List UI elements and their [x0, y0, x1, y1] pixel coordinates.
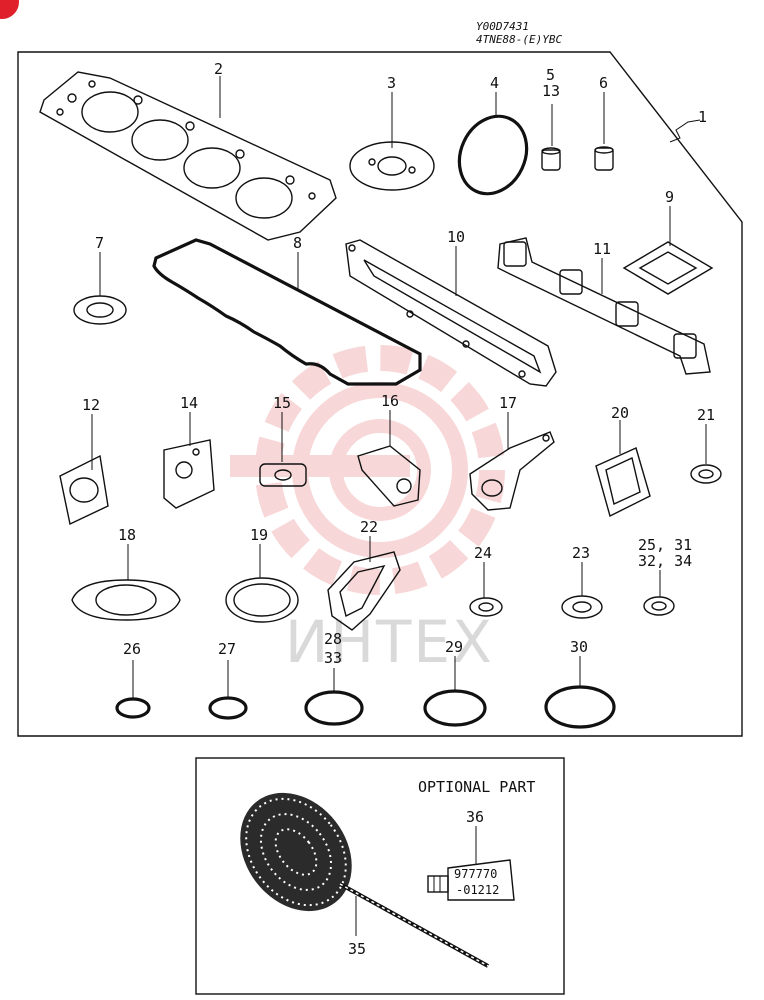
gasket-20 — [595, 447, 651, 518]
part-label-21: 21 — [697, 406, 715, 424]
part-label-10: 10 — [447, 228, 465, 246]
part-label-17: 17 — [499, 394, 517, 412]
sealant-tube — [427, 859, 515, 901]
part-label-2: 2 — [214, 60, 223, 78]
gasket-17 — [469, 431, 555, 511]
leader-1 — [669, 119, 701, 143]
diagram-code: Y00D7431 — [476, 20, 529, 33]
part-label-36: 36 — [466, 808, 484, 826]
washer-24 — [469, 597, 503, 617]
part-label-20: 20 — [611, 404, 629, 422]
part-label-32-34: 32, 34 — [638, 552, 692, 570]
o-ring-26 — [115, 697, 151, 719]
part-label-33: 33 — [324, 649, 342, 667]
washer-23 — [561, 595, 603, 619]
part-label-16: 16 — [381, 392, 399, 410]
sealant-tube-code-2: -01212 — [456, 883, 499, 897]
part-label-24: 24 — [474, 544, 492, 562]
part-label-1: 1 — [698, 108, 707, 126]
part-label-6: 6 — [599, 74, 608, 92]
optional-part-box — [195, 757, 565, 995]
gasket-15 — [259, 463, 307, 487]
watermark-logo — [230, 345, 505, 595]
part-label-28: 28 — [324, 630, 342, 648]
part-label-30: 30 — [570, 638, 588, 656]
cylinder-hone-brush — [240, 792, 489, 968]
sealant-tube-code-1: 977770 — [454, 867, 497, 881]
intake-manifold-gasket — [345, 239, 557, 387]
part-label-7: 7 — [95, 234, 104, 252]
part-label-8: 8 — [293, 234, 302, 252]
engine-model: 4TNE88-(E)YBC — [476, 33, 562, 46]
part-label-14: 14 — [180, 394, 198, 412]
part-label-5: 5 — [546, 66, 555, 84]
seal-6 — [594, 146, 614, 171]
cover-gasket-9 — [622, 241, 714, 295]
flange-gasket-3 — [349, 141, 435, 191]
o-ring-30 — [544, 685, 616, 729]
part-label-18: 18 — [118, 526, 136, 544]
part-label-19: 19 — [250, 526, 268, 544]
head-gasket — [39, 71, 337, 241]
part-label-11: 11 — [593, 240, 611, 258]
part-label-27: 27 — [218, 640, 236, 658]
washer-21 — [690, 464, 722, 484]
part-label-13: 13 — [542, 82, 560, 100]
part-label-25-31: 25, 31 — [638, 536, 692, 554]
watermark-text: ИНТЕХ — [285, 608, 494, 676]
exhaust-manifold-gasket — [497, 237, 711, 375]
valve-seal-5 — [541, 147, 561, 171]
part-label-29: 29 — [445, 638, 463, 656]
part-label-9: 9 — [665, 188, 674, 206]
washer-25 — [643, 596, 675, 616]
part-label-4: 4 — [490, 74, 499, 92]
o-ring-4 — [457, 114, 529, 196]
rocker-cover-gasket — [152, 238, 422, 386]
washer-7 — [73, 295, 127, 325]
part-label-26: 26 — [123, 640, 141, 658]
part-label-3: 3 — [387, 74, 396, 92]
part-label-23: 23 — [572, 544, 590, 562]
flange-gasket-18 — [71, 579, 181, 621]
gasket-22 — [327, 551, 401, 631]
part-label-15: 15 — [273, 394, 291, 412]
flange-gasket-12 — [59, 454, 109, 526]
ring-gasket-19 — [225, 577, 299, 623]
o-ring-27 — [208, 696, 248, 720]
o-ring-28 — [304, 690, 364, 726]
optional-part-title: OPTIONAL PART — [418, 778, 535, 796]
part-label-22: 22 — [360, 518, 378, 536]
part-label-35: 35 — [348, 940, 366, 958]
corner-badge — [0, 0, 19, 19]
o-ring-29 — [423, 689, 487, 727]
part-label-12: 12 — [82, 396, 100, 414]
gasket-14 — [163, 439, 215, 509]
gasket-kit-frame — [17, 51, 743, 737]
